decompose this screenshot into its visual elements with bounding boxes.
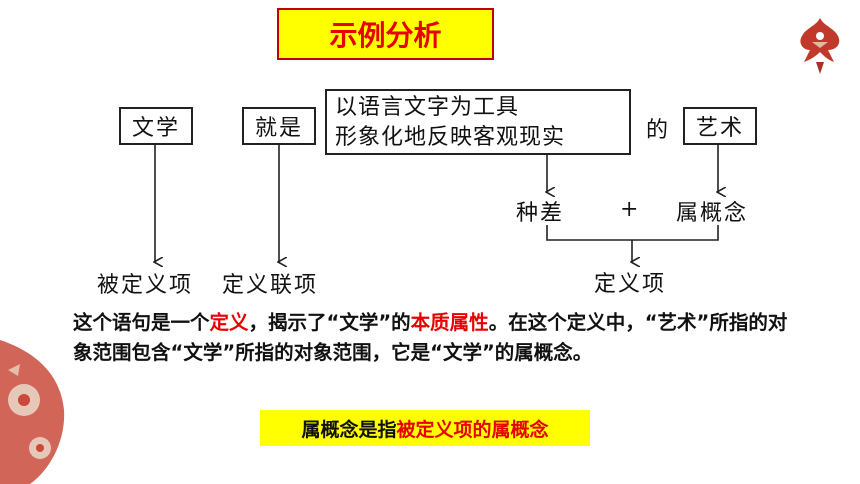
highlight-essential-attribute: 本质属性 [410, 311, 489, 334]
differentia-label: 种差 [516, 201, 565, 226]
explanation-part-3: 。在这个定义中，“艺术”所指的对象范围包含“文学”所指的对象范围，它是“文学”的… [73, 311, 788, 364]
highlight-definition: 定义 [209, 311, 249, 334]
definition-box: 以语言文字为工具 形象化地反映客观现实 [325, 89, 631, 155]
bracket-combine [546, 225, 719, 241]
definiens-label: 定义项 [594, 272, 667, 297]
conclusion-part-1: 属概念是指 [301, 418, 397, 441]
term-box-connector: 就是 [242, 107, 316, 145]
bird-ornament-icon [800, 18, 840, 74]
explanation-part-1: 这个语句是一个 [73, 311, 210, 334]
definiendum-label: 被定义项 [97, 273, 194, 298]
connector-label: 就是 [254, 116, 303, 141]
term-art-label: 艺术 [695, 116, 744, 141]
explanation-text: 这个语句是一个定义，揭示了“文学”的本质属性。在这个定义中，“艺术”所指的对象范… [73, 308, 793, 368]
slide-title: 示例分析 [277, 8, 494, 60]
floral-ornament-icon [0, 340, 65, 484]
term-box-art: 艺术 [683, 107, 757, 145]
conclusion-part-2: 被定义项的属概念 [396, 418, 549, 441]
explanation-part-2: ，揭示了“文学”的 [248, 311, 411, 334]
particle-de: 的 [646, 118, 671, 143]
plus-sign: + [620, 197, 641, 222]
definition-line-1: 以语言文字为工具 [335, 95, 520, 120]
definition-line-2: 形象化地反映客观现实 [335, 125, 566, 150]
conclusion-banner: 属概念是指被定义项的属概念 [260, 410, 590, 446]
term-box-literature: 文学 [119, 107, 193, 145]
copula-label: 定义联项 [222, 273, 319, 298]
genus-label: 属概念 [676, 201, 749, 226]
term-literature-label: 文学 [131, 116, 180, 141]
